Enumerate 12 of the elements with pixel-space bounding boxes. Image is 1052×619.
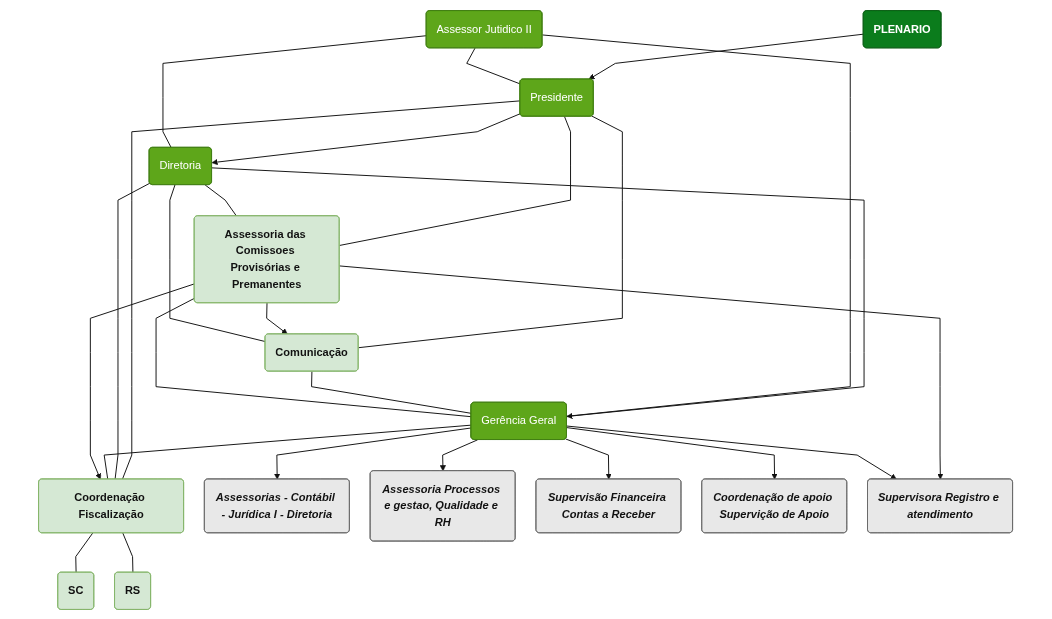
connector bbox=[358, 115, 624, 348]
connector bbox=[122, 532, 134, 573]
connector bbox=[156, 297, 473, 417]
connector bbox=[205, 183, 238, 217]
connector bbox=[115, 182, 151, 480]
connector bbox=[162, 34, 428, 148]
connector bbox=[311, 370, 473, 414]
connector bbox=[542, 33, 852, 417]
connector bbox=[75, 532, 94, 573]
connector bbox=[466, 47, 522, 84]
connector bbox=[339, 115, 572, 246]
connector bbox=[169, 183, 267, 342]
